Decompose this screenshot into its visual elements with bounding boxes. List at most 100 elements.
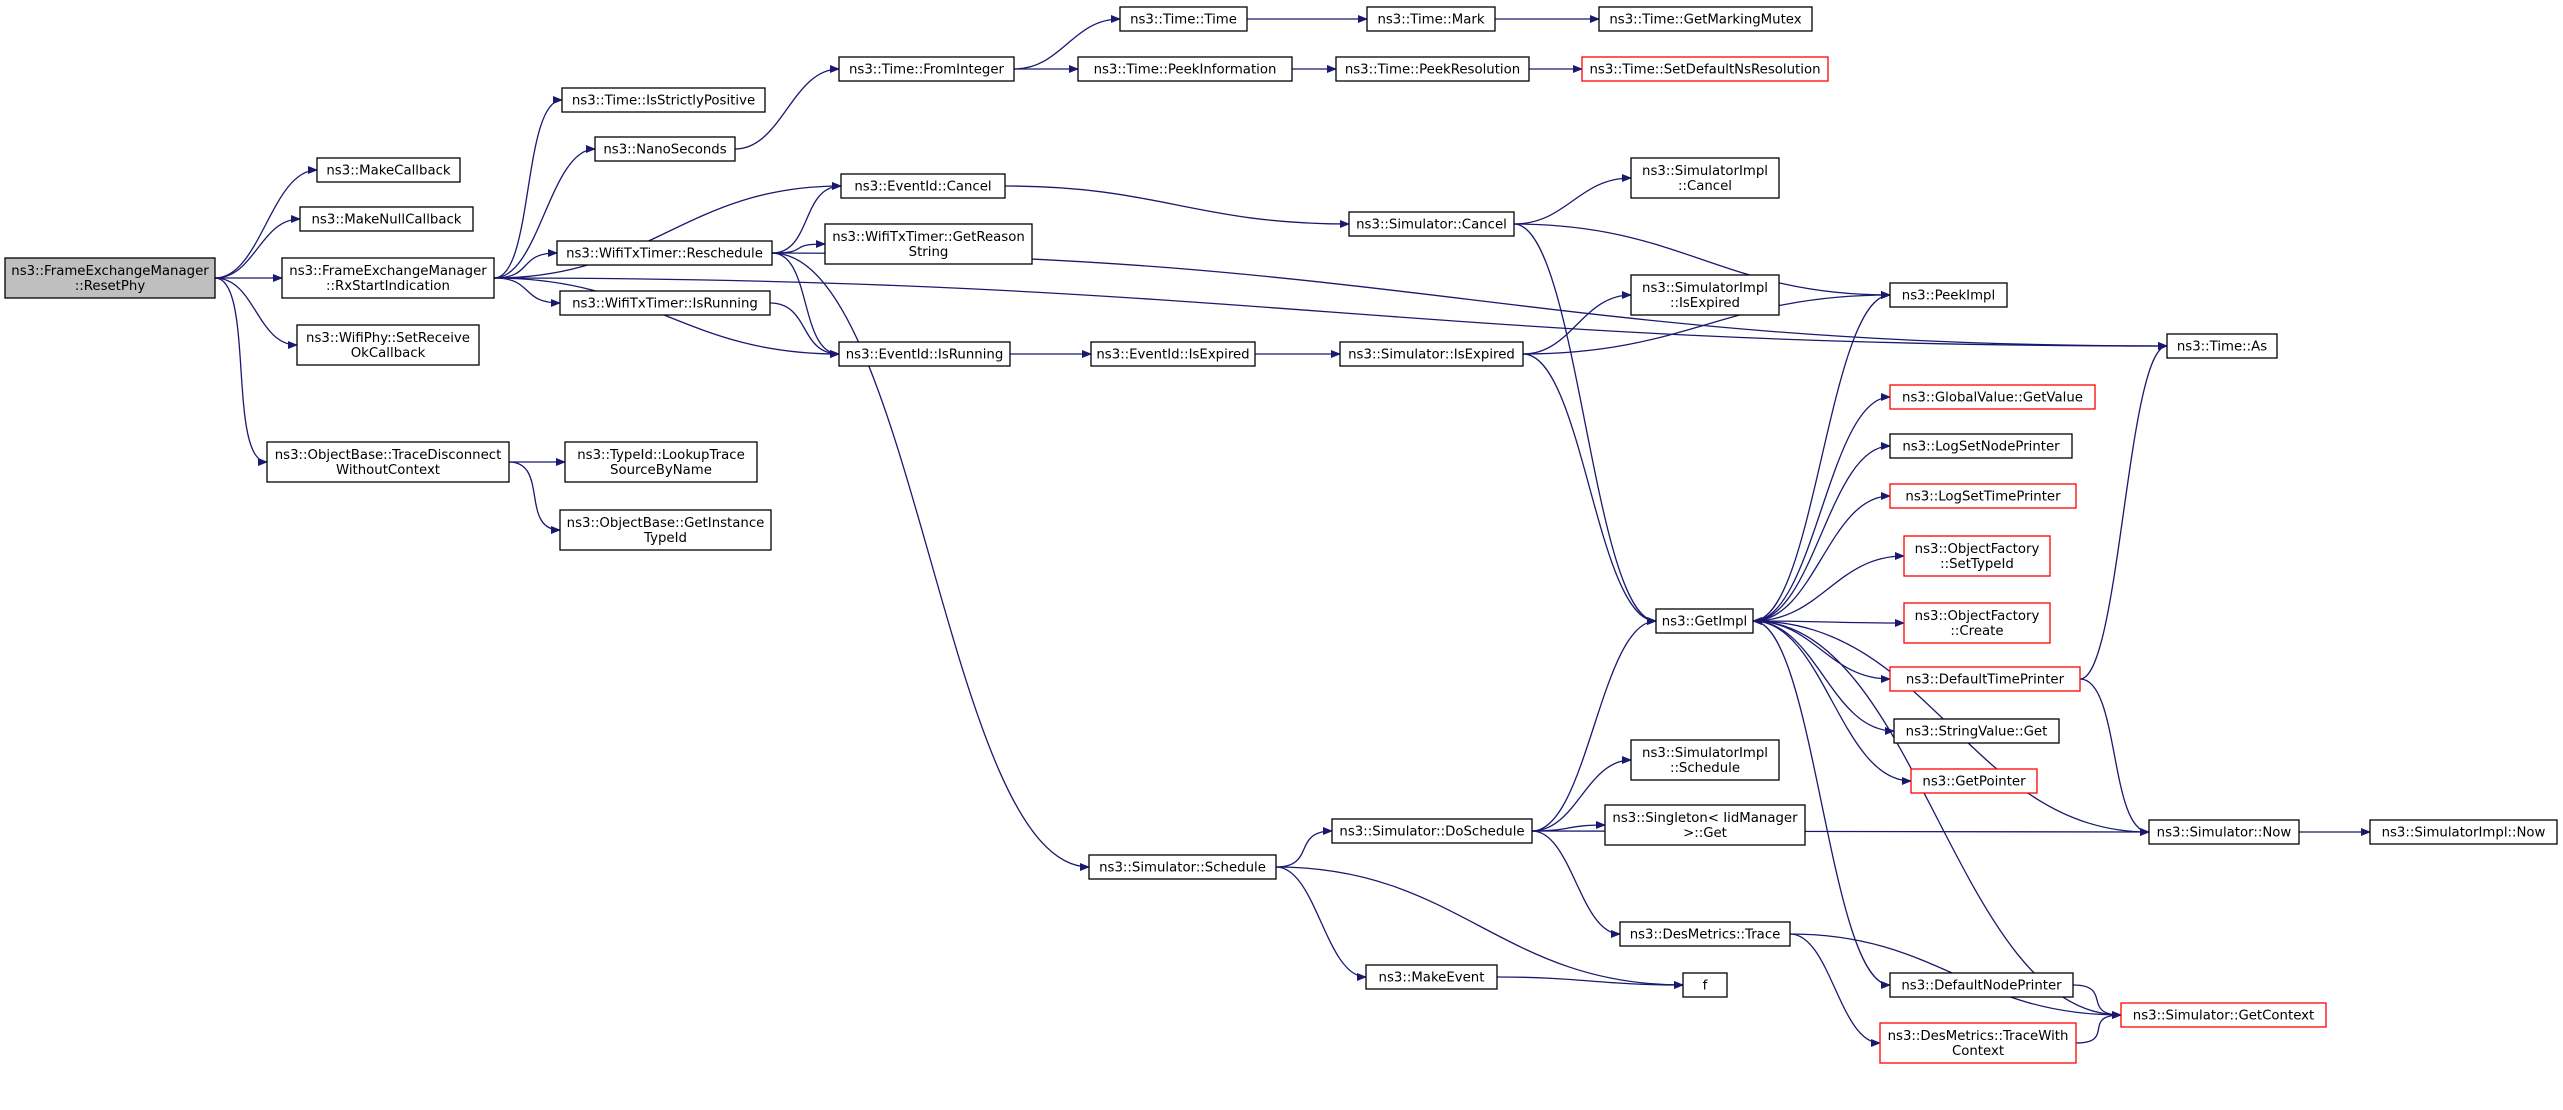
node-box xyxy=(1335,56,1530,82)
node-label: ns3::Simulator::GetContext xyxy=(2133,1009,2314,1024)
node-simimpl-cancel[interactable]: ns3::SimulatorImpl::Cancel xyxy=(1630,157,1780,199)
node-eventid-is-expired[interactable]: ns3::EventId::IsExpired xyxy=(1090,341,1256,367)
node-label: ns3::WifiTxTimer::GetReason xyxy=(832,230,1025,245)
node-label: ns3::NanoSeconds xyxy=(603,143,726,158)
node-from-integer[interactable]: ns3::Time::FromInteger xyxy=(838,56,1015,82)
node-singleton-get[interactable]: ns3::Singleton< IidManager>::Get xyxy=(1604,804,1806,846)
node-label: ns3::Simulator::Cancel xyxy=(1356,218,1507,233)
node-make-callback[interactable]: ns3::MakeCallback xyxy=(316,157,461,183)
node-log-set-time-printer[interactable]: ns3::LogSetTimePrinter xyxy=(1889,483,2077,509)
node-box xyxy=(266,441,510,483)
node-label: ns3::StringValue::Get xyxy=(1906,725,2048,740)
node-box xyxy=(1889,282,2008,308)
node-label: ns3::SimulatorImpl::Now xyxy=(2382,826,2546,841)
node-label: ns3::FrameExchangeManager xyxy=(11,264,209,279)
node-box xyxy=(1682,972,1728,998)
node-peek-impl[interactable]: ns3::PeekImpl xyxy=(1889,282,2008,308)
node-objfactory-create[interactable]: ns3::ObjectFactory::Create xyxy=(1903,602,2051,644)
edge-simulator-cancel-to-peek-impl xyxy=(1513,223,1891,299)
node-label: ns3::WifiTxTimer::Reschedule xyxy=(566,247,763,262)
node-nanoseconds[interactable]: ns3::NanoSeconds xyxy=(594,136,736,162)
node-label: ns3::GetPointer xyxy=(1922,775,2026,790)
node-get-impl[interactable]: ns3::GetImpl xyxy=(1655,608,1754,634)
node-box xyxy=(1077,56,1293,82)
node-wifi-is-running[interactable]: ns3::WifiTxTimer::IsRunning xyxy=(559,290,771,316)
node-simulator-get-context[interactable]: ns3::Simulator::GetContext xyxy=(2120,1002,2327,1028)
edge-get-impl-to-peek-impl xyxy=(1752,291,1891,622)
node-peek-information[interactable]: ns3::Time::PeekInformation xyxy=(1077,56,1293,82)
node-default-node-printer[interactable]: ns3::DefaultNodePrinter xyxy=(1889,972,2074,998)
node-objfactory-settypeid[interactable]: ns3::ObjectFactory::SetTypeId xyxy=(1903,535,2051,577)
node-get-pointer[interactable]: ns3::GetPointer xyxy=(1910,768,2038,794)
node-box xyxy=(1088,854,1277,880)
edge-get-impl-to-objfactory-settypeid xyxy=(1752,552,1905,622)
node-label: ::SetTypeId xyxy=(1940,557,2014,572)
node-wifi-reschedule[interactable]: ns3::WifiTxTimer::Reschedule xyxy=(556,240,773,266)
node-time-mark[interactable]: ns3::Time::Mark xyxy=(1366,6,1496,32)
edge-nanoseconds-to-from-integer xyxy=(734,65,840,150)
node-rx-start[interactable]: ns3::FrameExchangeManager::RxStartIndica… xyxy=(281,257,495,299)
node-make-null-callback[interactable]: ns3::MakeNullCallback xyxy=(299,206,474,232)
node-label: ns3::SimulatorImpl xyxy=(1642,281,1768,296)
node-label: ns3::Time::PeekResolution xyxy=(1345,63,1520,78)
edge-rx-start-to-wifi-reschedule xyxy=(493,249,558,279)
node-label: ns3::MakeCallback xyxy=(326,164,451,179)
edge-simulator-schedule-to-make-event xyxy=(1275,866,1367,981)
node-peek-resolution[interactable]: ns3::Time::PeekResolution xyxy=(1335,56,1530,82)
node-simulator-do-schedule[interactable]: ns3::Simulator::DoSchedule xyxy=(1331,818,1533,844)
node-time-time[interactable]: ns3::Time::Time xyxy=(1119,6,1248,32)
edge-simulator-do-schedule-to-desmetrics-trace xyxy=(1531,830,1621,938)
node-simulator-is-expired[interactable]: ns3::Simulator::IsExpired xyxy=(1339,341,1524,367)
node-label: ns3::Simulator::DoSchedule xyxy=(1339,825,1524,840)
node-eventid-cancel[interactable]: ns3::EventId::Cancel xyxy=(840,173,1006,199)
node-is-strictly-positive[interactable]: ns3::Time::IsStrictlyPositive xyxy=(561,87,766,113)
node-reset-phy[interactable]: ns3::FrameExchangeManager::ResetPhy xyxy=(4,257,216,299)
node-simimpl-is-expired[interactable]: ns3::SimulatorImpl::IsExpired xyxy=(1630,274,1780,316)
node-label: OkCallback xyxy=(351,346,426,361)
node-label: ns3::Simulator::IsExpired xyxy=(1348,348,1515,363)
node-simulator-now[interactable]: ns3::Simulator::Now xyxy=(2148,819,2300,845)
node-time-as[interactable]: ns3::Time::As xyxy=(2166,333,2278,359)
node-box xyxy=(1331,818,1533,844)
edge-rx-start-to-wifi-is-running xyxy=(493,277,561,307)
node-f[interactable]: f xyxy=(1682,972,1728,998)
node-simulator-schedule[interactable]: ns3::Simulator::Schedule xyxy=(1088,854,1277,880)
node-box xyxy=(1889,483,2077,509)
node-label: ns3::GetImpl xyxy=(1662,615,1747,630)
node-set-default-ns-resolution[interactable]: ns3::Time::SetDefaultNsResolution xyxy=(1581,56,1829,82)
node-simimpl-schedule[interactable]: ns3::SimulatorImpl::Schedule xyxy=(1630,739,1780,781)
node-simimpl-now[interactable]: ns3::SimulatorImpl::Now xyxy=(2369,819,2558,845)
edge-simulator-cancel-to-simimpl-cancel xyxy=(1513,174,1632,225)
node-globalvalue-get[interactable]: ns3::GlobalValue::GetValue xyxy=(1889,384,2096,410)
node-label: ns3::Time::Mark xyxy=(1377,13,1484,28)
node-box xyxy=(824,223,1033,265)
node-box xyxy=(1630,157,1780,199)
edge-rx-start-to-eventid-cancel xyxy=(493,182,842,279)
node-log-set-node-printer[interactable]: ns3::LogSetNodePrinter xyxy=(1889,433,2073,459)
node-label: ns3::MakeEvent xyxy=(1379,971,1485,986)
node-stringvalue-get[interactable]: ns3::StringValue::Get xyxy=(1893,718,2060,744)
node-desmetrics-trace[interactable]: ns3::DesMetrics::Trace xyxy=(1619,921,1791,947)
node-box xyxy=(1910,768,2038,794)
edge-simulator-schedule-to-f xyxy=(1275,866,1684,989)
node-trace-disconnect[interactable]: ns3::ObjectBase::TraceDisconnectWithoutC… xyxy=(266,441,510,483)
node-box xyxy=(1630,274,1780,316)
node-make-event[interactable]: ns3::MakeEvent xyxy=(1365,964,1498,990)
node-box xyxy=(556,240,773,266)
edge-simulator-schedule-to-simulator-do-schedule xyxy=(1275,827,1333,868)
node-label: ::ResetPhy xyxy=(75,279,146,294)
edge-simulator-is-expired-to-get-impl xyxy=(1522,353,1657,625)
node-default-time-printer[interactable]: ns3::DefaultTimePrinter xyxy=(1889,666,2081,692)
node-get-marking-mutex[interactable]: ns3::Time::GetMarkingMutex xyxy=(1598,6,1813,32)
node-box xyxy=(1604,804,1806,846)
node-eventid-is-running[interactable]: ns3::EventId::IsRunning xyxy=(838,341,1011,367)
node-simulator-cancel[interactable]: ns3::Simulator::Cancel xyxy=(1348,211,1515,237)
node-label: ns3::Time::As xyxy=(2177,340,2267,355)
node-label: Context xyxy=(1952,1044,2004,1059)
node-label: ns3::SimulatorImpl xyxy=(1642,746,1768,761)
